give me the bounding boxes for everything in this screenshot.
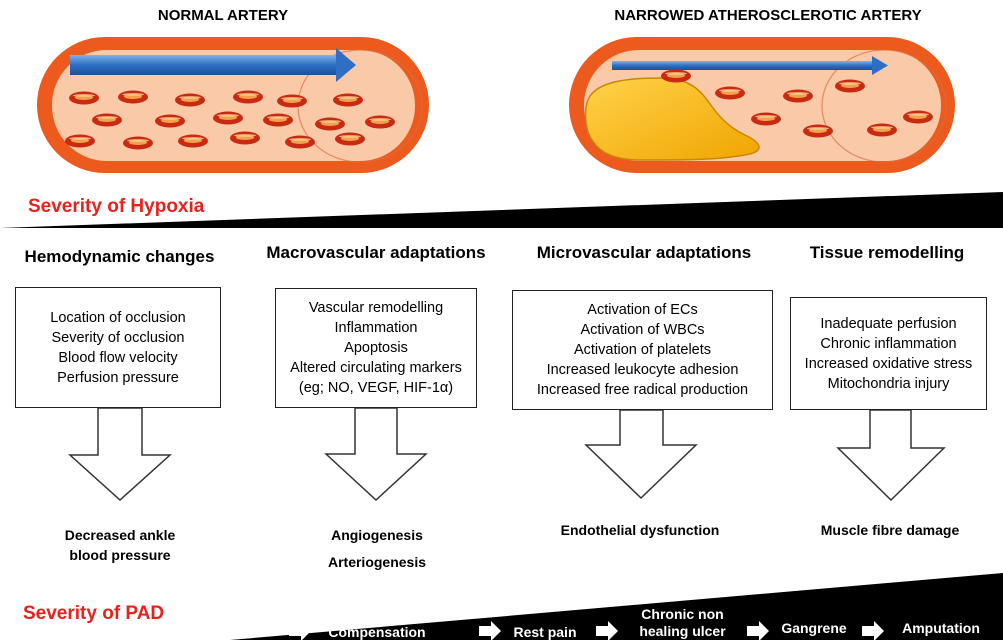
narrowed-artery-title: NARROWED ATHEROSCLEROTIC ARTERY [614,7,922,24]
outcome-line: Arteriogenesis [327,554,427,570]
macrovascular-down-arrow [324,407,428,502]
normal-flow-arrow [70,48,356,82]
column-title-microvascular: Microvascular adaptations [536,243,752,262]
tissue-box: Inadequate perfusion Chronic inflammatio… [790,297,987,410]
stage-arrow-3 [596,621,618,640]
hemodynamic-down-arrow [68,407,172,502]
hemodynamic-item: Perfusion pressure [57,369,179,386]
macrovascular-item: Altered circulating markers [290,360,462,376]
pad-stage-compensation: Compensation [328,624,426,640]
microvascular-down-arrow [584,409,698,500]
pad-severity-label: Severity of PAD [23,603,165,624]
hemodynamic-item: Severity of occlusion [51,329,185,346]
normal-artery-title: NORMAL ARTERY [157,7,289,24]
hypoxia-severity-wedge [0,192,1003,228]
tissue-item: Chronic inflammation [820,335,957,352]
pad-stage-chronic-ulcer: Chronic non healing ulcer [639,606,726,639]
outcome-line: Muscle fibre damage [820,522,960,538]
macrovascular-item: Vascular remodelling [308,300,444,316]
outcome-line: Angiogenesis [331,527,423,543]
tissue-outcome: Muscle fibre damage [800,520,980,540]
tissue-item: Inadequate perfusion [820,315,957,332]
microvascular-item: Increased leukocyte adhesion [546,362,739,378]
narrowed-artery [569,37,955,173]
stage-arrow-1 [289,621,311,640]
pad-stage-gangrene: Gangrene [781,620,847,636]
column-title-macrovascular: Macrovascular adaptations [266,243,486,262]
outcome-line: blood pressure [69,547,171,563]
tissue-item: Mitochondria injury [827,375,950,392]
tissue-down-arrow [836,409,946,502]
macrovascular-outcome: Angiogenesis Arteriogenesis [287,522,467,576]
stage-arrow-5 [862,621,884,640]
hypoxia-severity-label: Severity of Hypoxia [28,196,205,217]
pad-stage-rest-pain: Rest pain [513,624,577,640]
hemodynamic-box: Location of occlusion Severity of occlus… [15,287,221,408]
hemodynamic-item: Location of occlusion [50,309,186,326]
normal-artery [37,37,429,173]
macrovascular-box: Vascular remodelling Inflammation Apopto… [275,288,477,408]
outcome-line: Endothelial dysfunction [560,522,720,538]
macrovascular-item: Apoptosis [344,340,408,356]
column-title-hemodynamic: Hemodynamic changes [24,247,215,266]
tissue-item: Increased oxidative stress [804,355,973,372]
hemodynamic-outcome: Decreased ankle blood pressure [20,525,220,565]
stage-arrow-4 [747,621,769,640]
microvascular-item: Activation of platelets [573,342,712,358]
microvascular-outcome: Endothelial dysfunction [540,520,740,540]
pad-stage-amputation: Amputation [902,620,980,636]
macrovascular-item: Inflammation [334,320,418,336]
narrowed-flow-arrow [612,56,888,75]
stage-arrow-2 [479,621,501,640]
column-title-tissue: Tissue remodelling [809,243,965,262]
microvascular-item: Activation of WBCs [580,322,705,338]
microvascular-box: Activation of ECs Activation of WBCs Act… [512,290,773,410]
microvascular-item: Activation of ECs [587,302,698,318]
outcome-line: Decreased ankle [64,527,176,543]
hemodynamic-item: Blood flow velocity [58,349,178,366]
microvascular-item: Increased free radical production [536,382,749,398]
pad-severity-wedge [230,573,1003,640]
macrovascular-item: (eg; NO, VEGF, HIF-1α) [298,380,454,396]
